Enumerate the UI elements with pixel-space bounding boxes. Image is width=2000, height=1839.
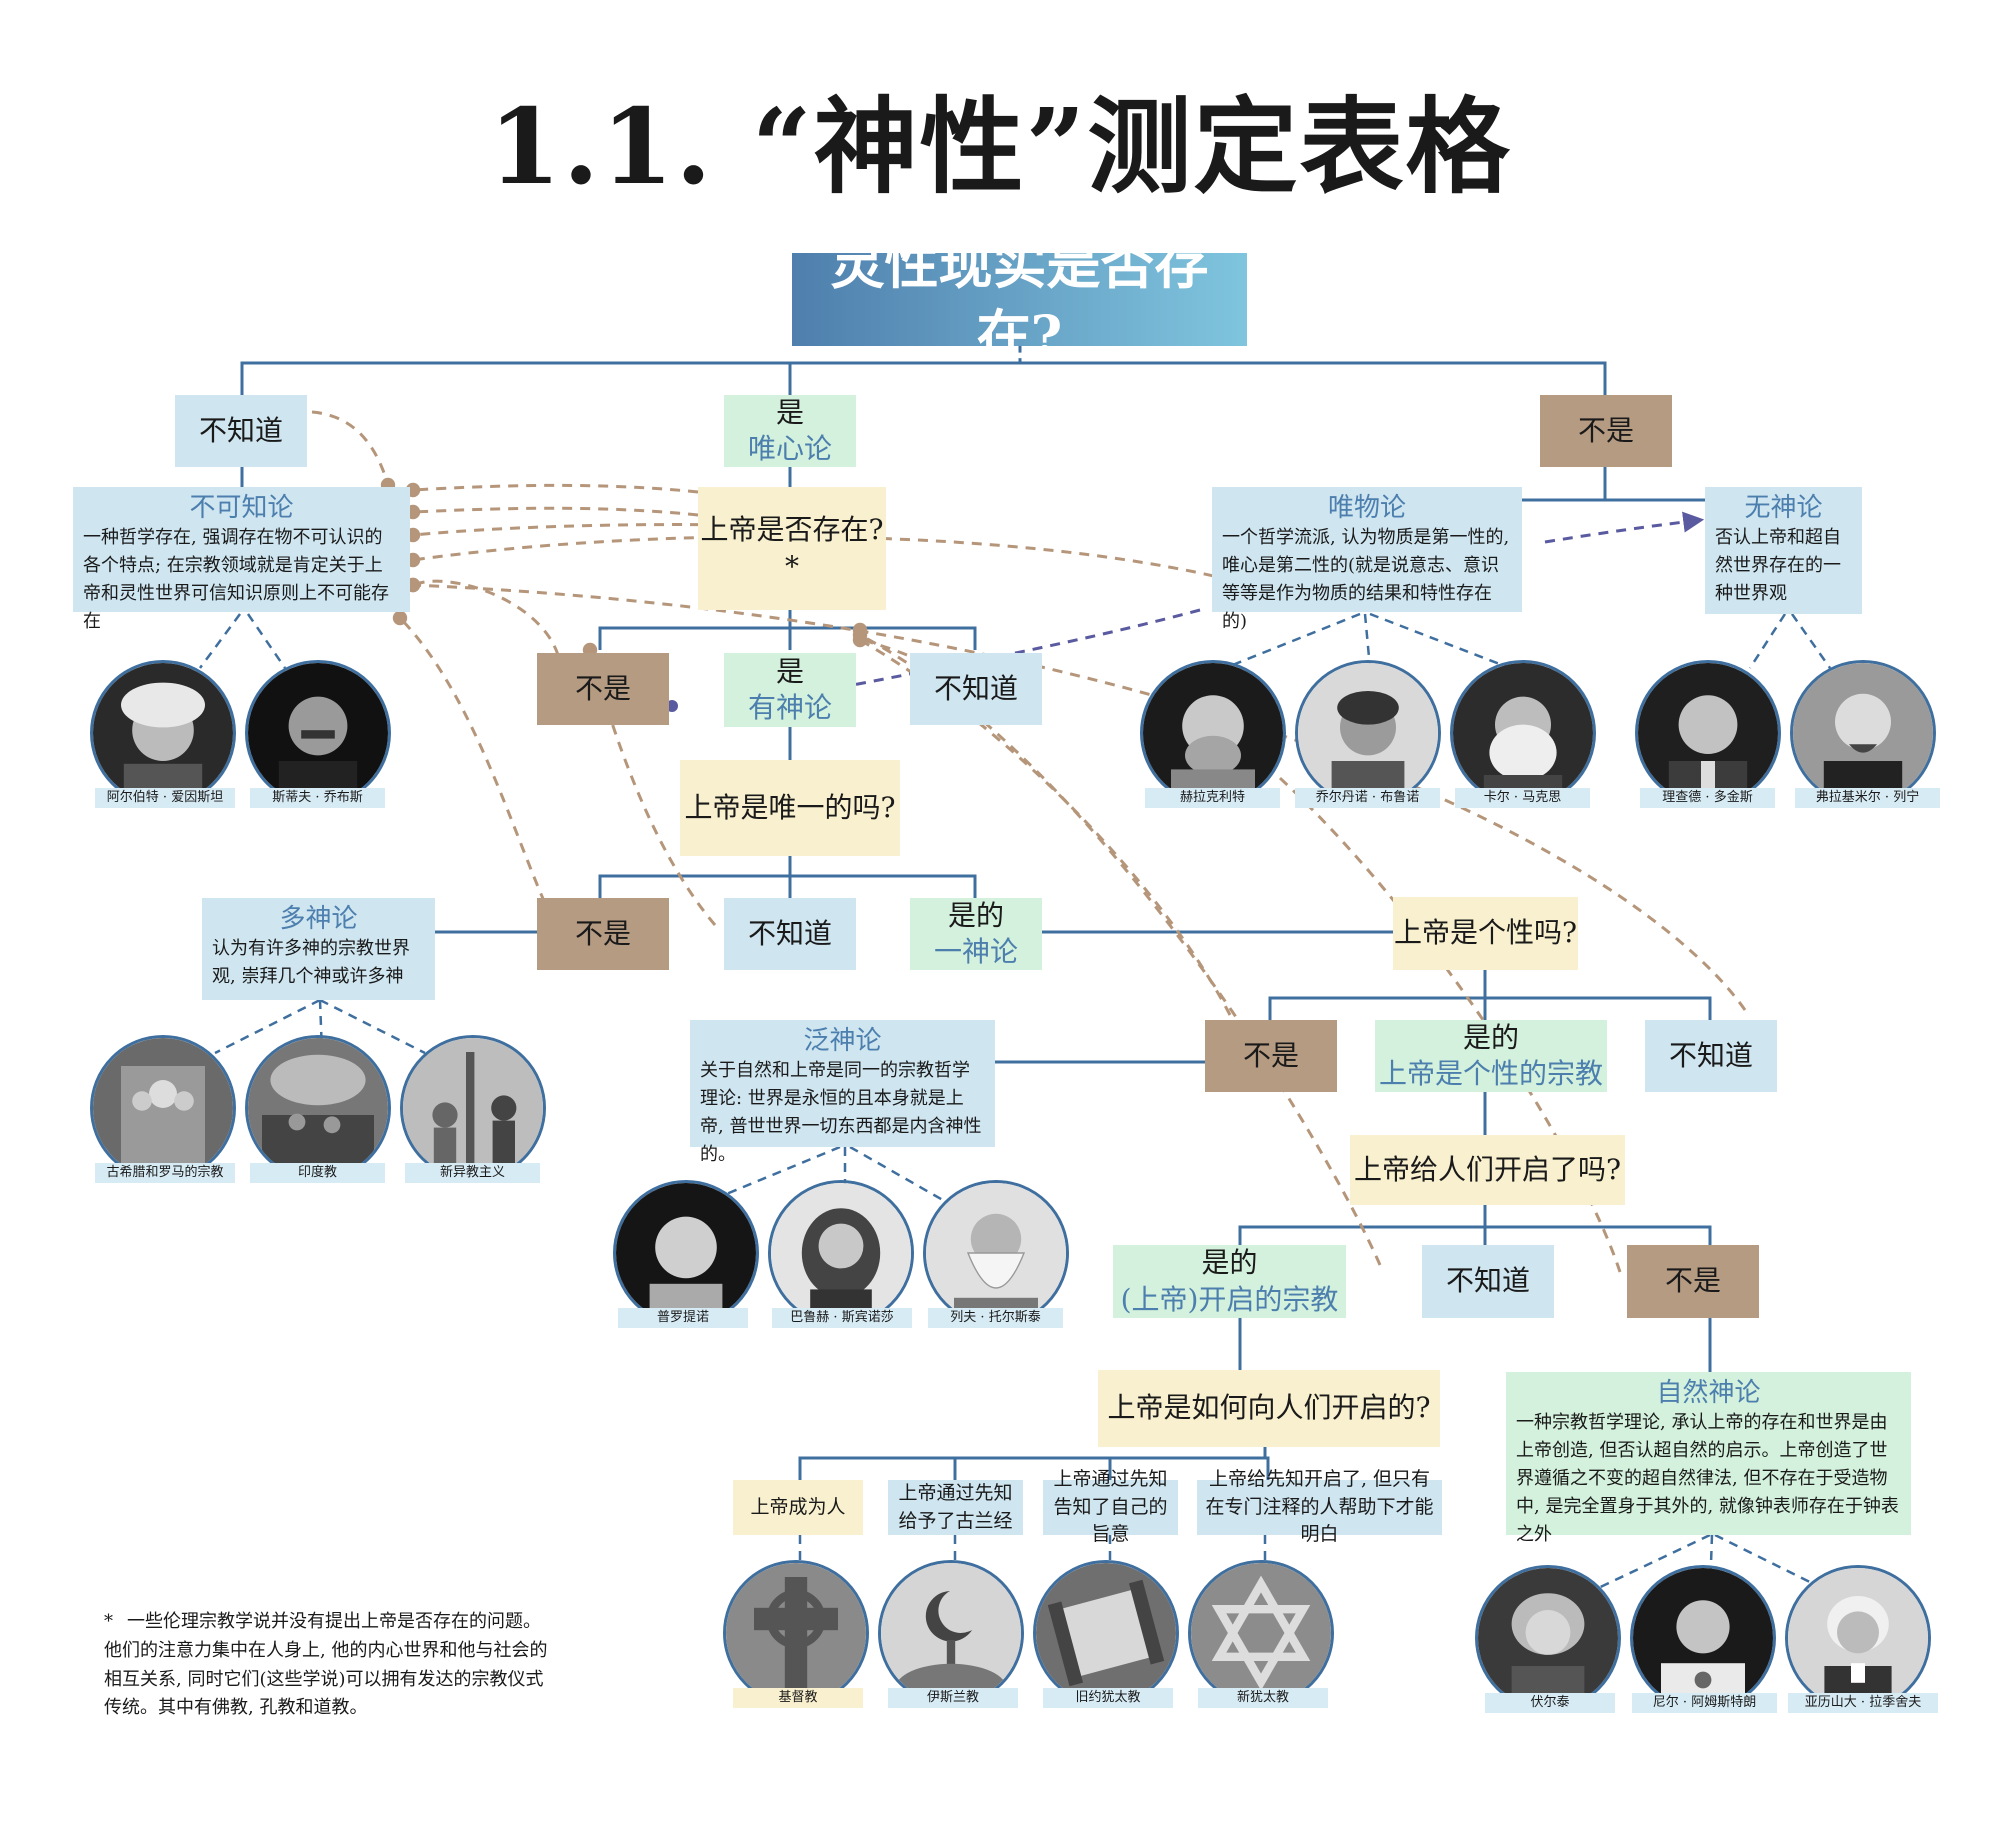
pantheism-title: 泛神论 [803, 1026, 882, 1056]
caption-marx: 卡尔 · 马克思 [1455, 788, 1590, 808]
way-quran: 上帝通过先知给予了古兰经 [888, 1480, 1023, 1535]
question-revealed: 上帝给人们开启了吗? [1350, 1135, 1625, 1205]
atheism-title: 无神论 [1744, 493, 1823, 523]
materialism-text: 一个哲学流派, 认为物质是第一性的, 唯心是第二性的(就是说意志、意识等等是作为… [1222, 527, 1510, 632]
yes-label-3: 是的 [947, 898, 1004, 932]
deism-definition: 自然神论 一种宗教哲学理论, 承认上帝的存在和世界是由上帝创造, 但否认超自然的… [1506, 1372, 1911, 1545]
way-interpretation: 上帝给先知开启了, 但只有在专门注释的人帮助下才能明白 [1197, 1468, 1442, 1545]
portrait-voltaire [1475, 1565, 1621, 1711]
caption-greek-roman: 古希腊和罗马的宗教 [95, 1163, 235, 1183]
caption-neopaganism: 新异教主义 [405, 1163, 540, 1183]
portrait-spinoza [768, 1180, 914, 1326]
no-box-3: 不是 [537, 898, 669, 970]
portrait-bruno [1295, 660, 1441, 806]
no-box-5: 不是 [1627, 1245, 1759, 1318]
pantheism-definition: 泛神论 关于自然和上帝是同一的宗教哲学理论: 世界是永恒的且本身就是上帝, 普世… [690, 1020, 995, 1165]
portrait-heraclitus [1140, 660, 1286, 806]
unknown-box-2: 不知道 [910, 653, 1042, 725]
theism-label: 有神论 [747, 691, 832, 724]
caption-hinduism: 印度教 [250, 1163, 385, 1183]
way-prophets: 上帝通过先知告知了自己的旨意 [1043, 1468, 1178, 1545]
caption-christianity: 基督教 [733, 1688, 863, 1708]
portrait-tolstoy [923, 1180, 1069, 1326]
portrait-marx [1450, 660, 1596, 806]
portrait-jobs [245, 660, 391, 806]
footnote: *一些伦理宗教学说并没有提出上帝是否存在的问题。他们的注意力集中在人身上, 他的… [104, 1608, 549, 1723]
portrait-armstrong [1630, 1565, 1776, 1711]
caption-spinoza: 巴鲁赫 · 斯宾诺莎 [772, 1308, 912, 1328]
unknown-box-3: 不知道 [724, 898, 856, 970]
agnosticism-definition: 不可知论 一种哲学存在, 强调存在物不可认识的各个特点; 在宗教领域就是肯定关于… [73, 487, 410, 632]
portrait-einstein [90, 660, 236, 806]
portrait-radishchev [1785, 1565, 1931, 1711]
no-box-4: 不是 [1205, 1020, 1337, 1092]
unknown-box-5: 不知道 [1422, 1245, 1554, 1318]
idealism-label: 唯心论 [747, 432, 832, 465]
caption-dawkins: 理查德 · 多金斯 [1640, 788, 1775, 808]
footnote-text: 一些伦理宗教学说并没有提出上帝是否存在的问题。他们的注意力集中在人身上, 他的内… [104, 1611, 548, 1719]
portrait-new-judaism [1188, 1560, 1334, 1706]
caption-plotinus: 普罗提诺 [618, 1308, 748, 1328]
portrait-old-judaism [1033, 1560, 1179, 1706]
portrait-plotinus [613, 1180, 759, 1326]
caption-heraclitus: 赫拉克利特 [1145, 788, 1280, 808]
caption-lenin: 弗拉基米尔 · 列宁 [1795, 788, 1940, 808]
portrait-islam [878, 1560, 1024, 1706]
deism-text: 一种宗教哲学理论, 承认上帝的存在和世界是由上帝创造, 但否认超自然的启示。上帝… [1516, 1412, 1899, 1545]
caption-voltaire: 伏尔泰 [1485, 1693, 1615, 1713]
caption-einstein: 阿尔伯特 · 爱因斯坦 [95, 788, 235, 808]
revealed-religion-box: 是的 (上帝)开启的宗教 [1113, 1245, 1346, 1318]
caption-jobs: 斯蒂夫 · 乔布斯 [250, 788, 385, 808]
question-one-god: 上帝是唯一的吗? [680, 760, 900, 856]
portrait-hinduism [245, 1035, 391, 1181]
yes-label-2: 是 [775, 654, 804, 688]
question-personal: 上帝是个性吗? [1393, 897, 1578, 970]
caption-islam: 伊斯兰教 [888, 1688, 1018, 1708]
footnote-mark: * [104, 1611, 113, 1632]
materialism-title: 唯物论 [1327, 493, 1406, 523]
atheism-definition: 无神论 否认上帝和超自然世界存在的一种世界观 [1705, 487, 1862, 614]
yes-label-4: 是的 [1462, 1020, 1519, 1054]
personal-god-label: 上帝是个性的宗教 [1378, 1057, 1603, 1090]
monotheism-box: 是的 一神论 [910, 898, 1042, 970]
no-box-2: 不是 [537, 653, 669, 725]
caption-radishchev: 亚历山大 · 拉季舍夫 [1788, 1693, 1938, 1713]
root-question: 灵性现实是否存在? [792, 232, 1247, 367]
personal-god-box: 是的 上帝是个性的宗教 [1375, 1020, 1607, 1092]
question-how: 上帝是如何向人们开启的? [1098, 1370, 1440, 1447]
yes-label: 是 [775, 395, 804, 429]
way-incarnation: 上帝成为人 [733, 1480, 863, 1535]
monotheism-label: 一神论 [933, 935, 1018, 968]
polytheism-text: 认为有许多神的宗教世界观, 崇拜几个神或许多神 [212, 938, 410, 988]
portrait-lenin [1790, 660, 1936, 806]
portrait-greek-roman [90, 1035, 236, 1181]
agnosticism-text: 一种哲学存在, 强调存在物不可认识的各个特点; 在宗教领域就是肯定关于上帝和灵性… [83, 527, 389, 632]
materialism-definition: 唯物论 一个哲学流派, 认为物质是第一性的, 唯心是第二性的(就是说意志、意识等… [1212, 487, 1522, 632]
portrait-neopaganism [400, 1035, 546, 1181]
polytheism-title: 多神论 [279, 904, 358, 934]
caption-old-judaism: 旧约犹太教 [1043, 1688, 1173, 1708]
atheism-text: 否认上帝和超自然世界存在的一种世界观 [1715, 527, 1841, 604]
deism-title: 自然神论 [1656, 1378, 1761, 1408]
idealism-box: 是 唯心论 [724, 395, 856, 467]
caption-tolstoy: 列夫 · 托尔斯泰 [928, 1308, 1063, 1328]
unknown-box-1: 不知道 [175, 395, 307, 467]
theism-box: 是 有神论 [724, 653, 856, 727]
question-god-exists: 上帝是否存在?* [698, 487, 886, 610]
agnosticism-title: 不可知论 [189, 493, 294, 523]
caption-bruno: 乔尔丹诺 · 布鲁诺 [1295, 788, 1440, 808]
unknown-box-4: 不知道 [1645, 1020, 1777, 1092]
caption-new-judaism: 新犹太教 [1198, 1688, 1328, 1708]
portrait-christianity [723, 1560, 869, 1706]
no-box-1: 不是 [1540, 395, 1672, 467]
pantheism-text: 关于自然和上帝是同一的宗教哲学理论: 世界是永恒的且本身就是上帝, 普世世界一切… [700, 1060, 982, 1165]
revealed-religion-label: (上帝)开启的宗教 [1120, 1282, 1339, 1316]
yes-label-5: 是的 [1201, 1246, 1258, 1280]
portrait-dawkins [1635, 660, 1781, 806]
caption-armstrong: 尼尔 · 阿姆斯特朗 [1632, 1693, 1777, 1713]
polytheism-definition: 多神论 认为有许多神的宗教世界观, 崇拜几个神或许多神 [202, 898, 435, 1000]
page-title: 1.1. “神性”测定表格 [488, 85, 1512, 208]
